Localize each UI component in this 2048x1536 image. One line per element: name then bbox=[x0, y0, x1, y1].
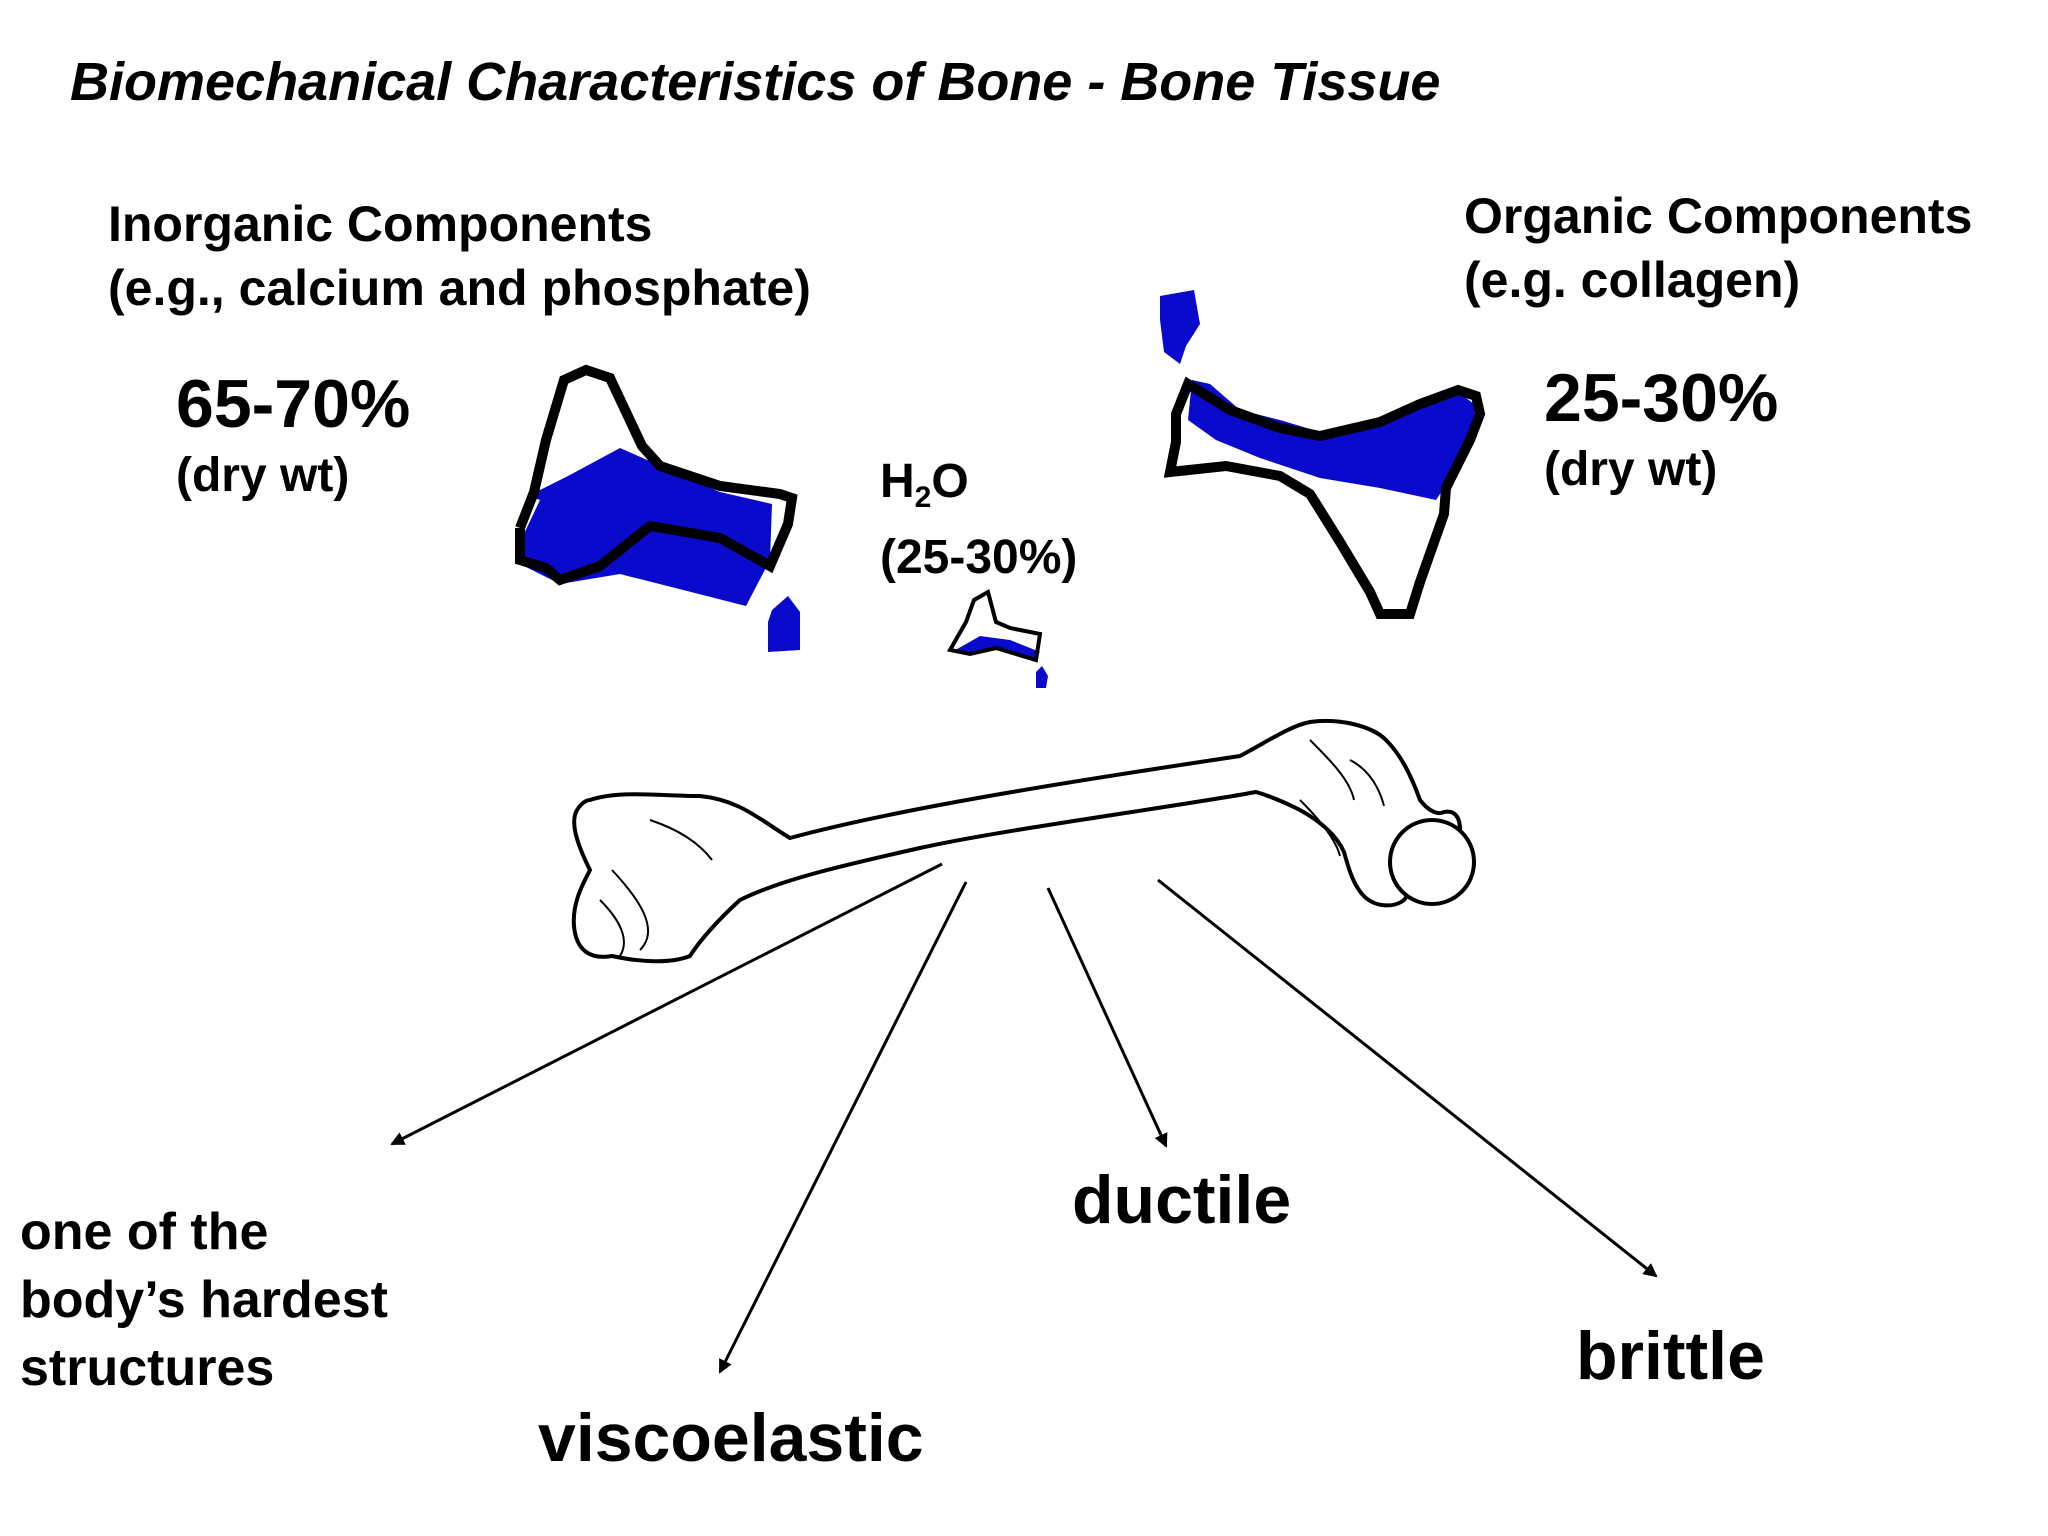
femur-bone-illustration bbox=[571, 718, 1476, 964]
organic-heading-line2: (e.g. collagen) bbox=[1464, 252, 1801, 308]
water-formula-h: H bbox=[880, 455, 915, 508]
arrow-to-ductile bbox=[1046, 887, 1168, 1148]
water-beaker-outline bbox=[946, 588, 1043, 663]
property-brittle: brittle bbox=[1576, 1318, 1765, 1394]
slide-title: Biomechanical Characteristics of Bone - … bbox=[70, 52, 1441, 112]
inorganic-basis: (dry wt) bbox=[176, 449, 350, 502]
water-drip bbox=[1036, 666, 1048, 688]
arrow-to-viscoelastic bbox=[718, 881, 968, 1374]
inorganic-heading-line2: (e.g., calcium and phosphate) bbox=[108, 260, 811, 316]
femur-outline bbox=[571, 718, 1462, 964]
organic-beaker-icon bbox=[1160, 290, 1486, 619]
water-label: H2O (25-30%) bbox=[880, 452, 1077, 588]
property-hardest-line1: one of the bbox=[20, 1203, 269, 1261]
water-formula-subscript: 2 bbox=[914, 481, 932, 514]
inorganic-beaker-icon bbox=[515, 364, 800, 652]
organic-fluid bbox=[1188, 380, 1476, 500]
inorganic-drip bbox=[768, 596, 800, 652]
arrow-to-brittle bbox=[1157, 878, 1658, 1278]
organic-heading-line1: Organic Components bbox=[1464, 188, 1973, 244]
property-ductile: ductile bbox=[1072, 1162, 1292, 1238]
organic-percent: 25-30% bbox=[1544, 360, 1779, 436]
femur-head bbox=[1388, 818, 1476, 906]
property-hardest-line2: body’s hardest bbox=[20, 1271, 388, 1329]
arrow-to-hardest bbox=[390, 862, 943, 1146]
water-percent: (25-30%) bbox=[880, 531, 1078, 584]
property-hardest: one of the body’s hardest structures bbox=[20, 1198, 388, 1402]
water-formula-o: O bbox=[931, 455, 969, 508]
inorganic-heading-line1: Inorganic Components bbox=[108, 196, 653, 252]
organic-heading: Organic Components (e.g. collagen) bbox=[1464, 184, 1972, 312]
property-arrows bbox=[390, 862, 1658, 1374]
water-formula: H2O bbox=[880, 452, 1077, 528]
organic-beaker-outline bbox=[1163, 376, 1486, 619]
inorganic-percent: 65-70% bbox=[176, 366, 411, 442]
organic-basis: (dry wt) bbox=[1544, 443, 1718, 496]
property-hardest-line3: structures bbox=[20, 1339, 275, 1397]
property-viscoelastic: viscoelastic bbox=[538, 1400, 924, 1476]
water-beaker-icon bbox=[946, 588, 1048, 688]
inorganic-beaker-outline bbox=[515, 364, 798, 586]
inorganic-heading: Inorganic Components (e.g., calcium and … bbox=[108, 192, 811, 320]
organic-drip bbox=[1160, 290, 1200, 364]
